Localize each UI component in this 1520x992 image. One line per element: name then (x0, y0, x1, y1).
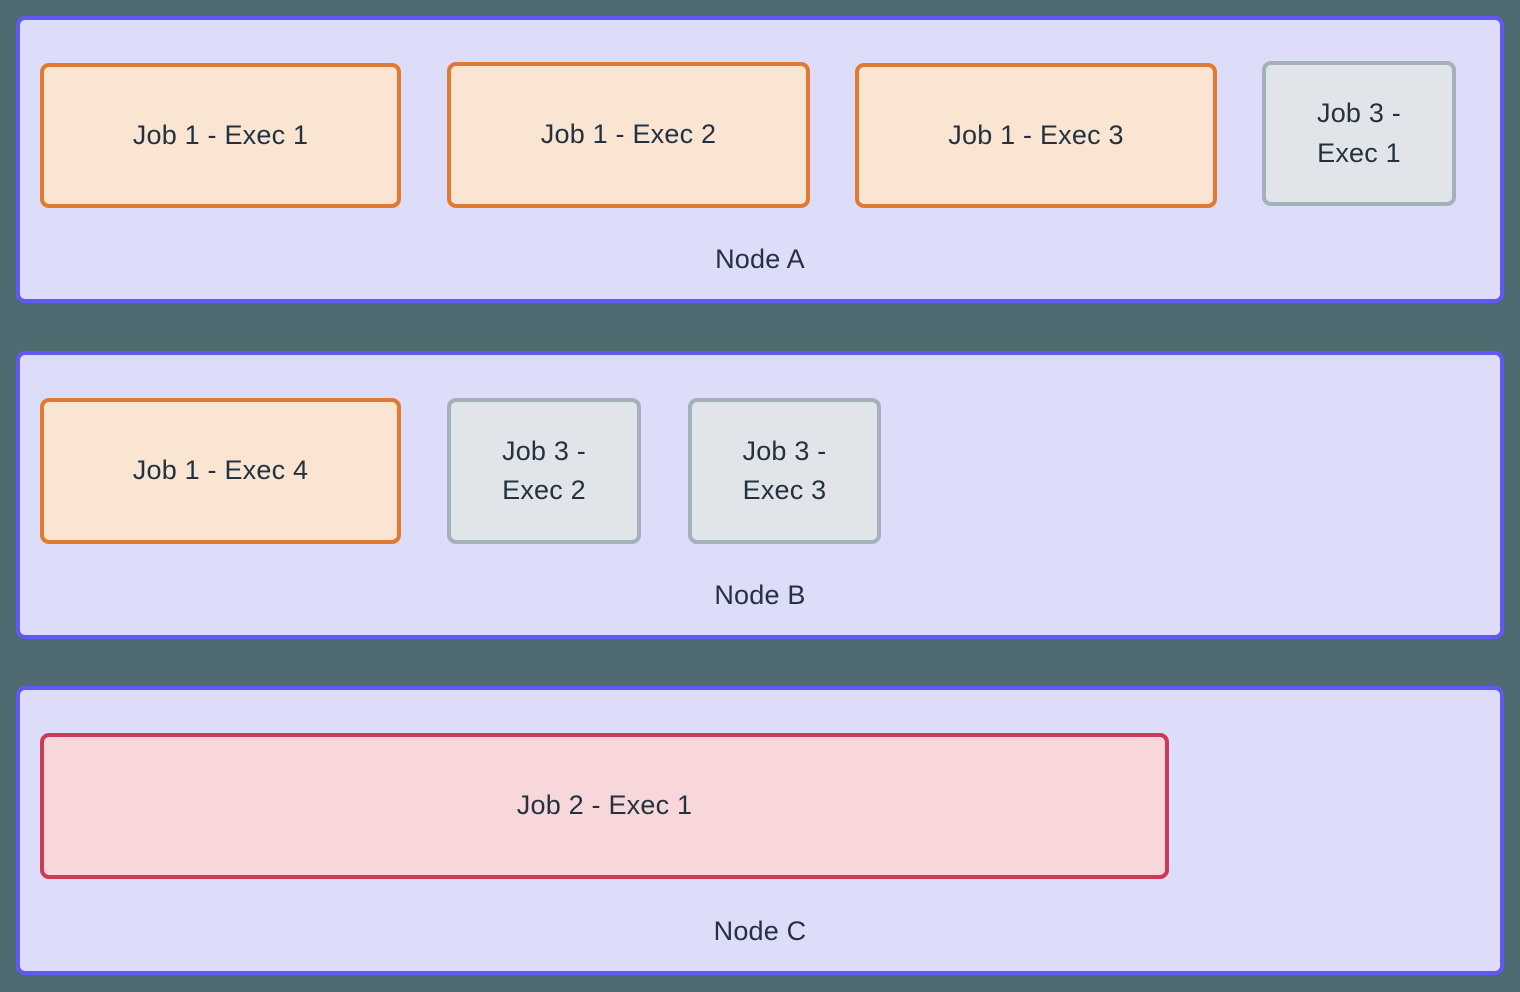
node-container-node-c: Job 2 - Exec 1 Node C (16, 686, 1504, 975)
executor-box-job1-exec3[interactable]: Job 1 - Exec 3 (855, 63, 1217, 208)
executor-box-job3-exec3[interactable]: Job 3 - Exec 3 (688, 398, 881, 544)
node-label-node-c: Node C (713, 916, 807, 946)
node-label-node-b: Node B (714, 580, 806, 610)
node-container-node-b: Job 1 - Exec 4 Job 3 - Exec 2 Job 3 - Exec… (16, 351, 1504, 639)
executor-box-job2-exec1[interactable]: Job 2 - Exec 1 (40, 733, 1169, 879)
executor-box-job3-exec1[interactable]: Job 3 - Exec 1 (1262, 61, 1456, 206)
node-label-node-a: Node A (715, 244, 805, 274)
executor-box-job3-exec2[interactable]: Job 3 - Exec 2 (447, 398, 641, 544)
executor-box-job1-exec1[interactable]: Job 1 - Exec 1 (40, 63, 401, 208)
executor-box-job1-exec4[interactable]: Job 1 - Exec 4 (40, 398, 401, 544)
node-container-node-a: Job 1 - Exec 1 Job 1 - Exec 2 Job 1 - Exec… (16, 16, 1504, 303)
executor-box-job1-exec2[interactable]: Job 1 - Exec 2 (447, 62, 810, 208)
